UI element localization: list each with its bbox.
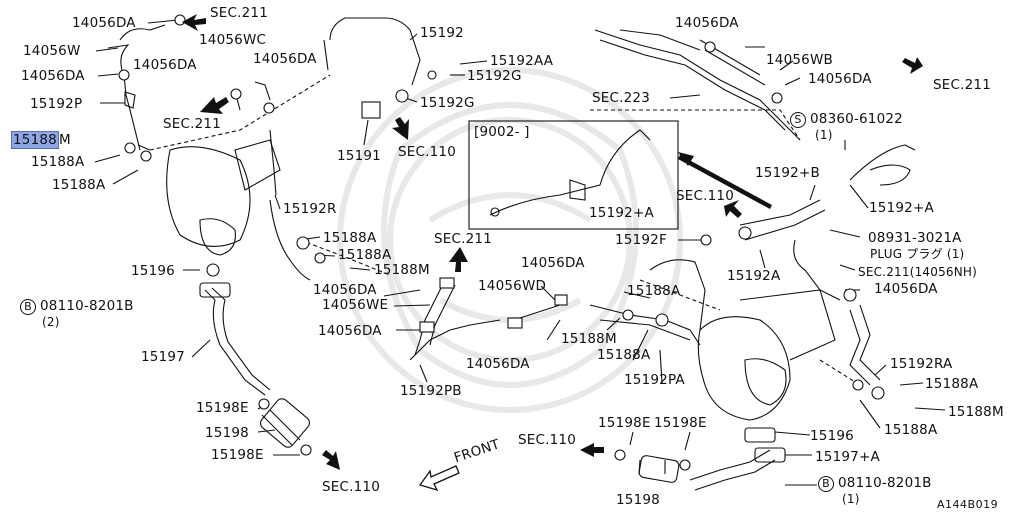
part-15198-label[interactable]: 15198 [616, 492, 660, 508]
part-14056DA-label[interactable]: 14056DA [313, 282, 377, 298]
part-15188A-label[interactable]: 15188A [597, 347, 651, 363]
part-14056DA-label[interactable]: 14056DA [466, 356, 530, 372]
part-15188A-label[interactable]: 15188A [627, 283, 681, 299]
sec110-bottom-left-label[interactable]: SEC.110 [322, 479, 380, 495]
part-15192AA-label[interactable]: 15192AA [490, 53, 554, 69]
sec211-top-right-label[interactable]: SEC.211 [933, 77, 991, 93]
part-14056DA-label[interactable]: 14056DA [253, 51, 317, 67]
part-suffix: M [58, 132, 71, 148]
part-15198-label[interactable]: 15198 [205, 425, 249, 441]
part-15198E-label[interactable]: 15198E [654, 415, 707, 431]
plug-08931-3021A-label[interactable]: 08931-3021A [868, 230, 962, 246]
part-15198E-label[interactable]: 15198E [196, 400, 249, 416]
part-15188A-label[interactable]: 15188A [323, 230, 377, 246]
part-15192F-label[interactable]: 15192F [615, 232, 667, 248]
part-15192+A-label[interactable]: 15192+A [869, 200, 934, 216]
bolt-part-number: 08110-8201B [40, 298, 134, 314]
part-15192PB-label[interactable]: 15192PB [400, 383, 462, 399]
sec223-label[interactable]: SEC.223 [592, 90, 650, 106]
part-14056DA-label[interactable]: 14056DA [874, 281, 938, 297]
part-lines [94, 17, 946, 491]
direction-arrows [182, 14, 923, 470]
sec211-top-label[interactable]: SEC.211 [210, 5, 268, 21]
part-15197+A-label[interactable]: 15197+A [815, 449, 880, 465]
part-15192+B-label[interactable]: 15192+B [755, 165, 820, 181]
part-15188M-label[interactable]: 15188M [948, 404, 1004, 420]
part-15191-label[interactable]: 15191 [337, 148, 381, 164]
part-15192P-label[interactable]: 15192P [30, 96, 83, 112]
plug-name-label: PLUG プラグ (1) [870, 247, 965, 261]
part-15188A-label[interactable]: 15188A [884, 422, 938, 438]
part-15196-label[interactable]: 15196 [810, 428, 854, 444]
bolt-part-number: 08360-61022 [810, 111, 903, 127]
part-15188A-label[interactable]: 15188A [925, 376, 979, 392]
part-15192A-label[interactable]: 15192A [727, 268, 781, 284]
bolt-part-number: 08110-8201B [838, 475, 932, 491]
part-15188A-label[interactable]: 15188A [338, 247, 392, 263]
part-15192PA-label[interactable]: 15192PA [624, 372, 685, 388]
part-14056WB-label[interactable]: 14056WB [766, 52, 833, 68]
circle-b-marker: B [818, 476, 834, 492]
part-15192R-label[interactable]: 15192R [283, 201, 337, 217]
part-15196-label[interactable]: 15196 [131, 263, 175, 279]
part-15198E-label[interactable]: 15198E [598, 415, 651, 431]
part-14056DA-label[interactable]: 14056DA [808, 71, 872, 87]
part-15188M-label[interactable]: 15188M [561, 331, 617, 347]
highlight-marker: 15188 [11, 131, 59, 149]
part-14056W-label[interactable]: 14056W [23, 43, 81, 59]
circle-b-marker: B [20, 299, 36, 315]
bolt-qty-label: (1) [815, 128, 833, 142]
part-14056DA-label[interactable]: 14056DA [675, 15, 739, 31]
part-14056DA-label[interactable]: 14056DA [318, 323, 382, 339]
part-15188A-label[interactable]: 15188A [52, 177, 106, 193]
sec211-mid-label[interactable]: SEC.211 [163, 116, 221, 132]
part-15192G-label[interactable]: 15192G [467, 68, 522, 84]
part-14056DA-label[interactable]: 14056DA [21, 68, 85, 84]
part-15188M-label[interactable]: 15188M [374, 262, 430, 278]
part-15192-label[interactable]: 15192 [420, 25, 464, 41]
part-14056WD-label[interactable]: 14056WD [478, 278, 547, 294]
part-15197-label[interactable]: 15197 [141, 349, 185, 365]
inset-date-range: [9002- ] [474, 124, 530, 140]
part-14056DA-label[interactable]: 14056DA [72, 15, 136, 31]
bolt-qty-label: (1) [842, 492, 860, 506]
clamps [118, 14, 885, 471]
front-arrow [418, 465, 460, 492]
circle-s-marker: S [790, 112, 806, 128]
sec211-center-label[interactable]: SEC.211 [434, 231, 492, 247]
sec110-mid-label[interactable]: SEC.110 [398, 144, 456, 160]
sec110-bottom-label[interactable]: SEC.110 [518, 432, 576, 448]
part-14056DA-label[interactable]: 14056DA [133, 57, 197, 73]
bolt-qty-label: (2) [42, 315, 60, 329]
part-14056WE-label[interactable]: 14056WE [322, 297, 389, 313]
part-15198E-label[interactable]: 15198E [211, 447, 264, 463]
sec110-right-label[interactable]: SEC.110 [676, 188, 734, 204]
diagram-code: A144B019 [937, 498, 999, 511]
part-15188A-label[interactable]: 15188A [31, 154, 85, 170]
part-14056WC-label[interactable]: 14056WC [199, 32, 267, 48]
part-15192RA-label[interactable]: 15192RA [890, 356, 953, 372]
part-14056DA-label[interactable]: 14056DA [521, 255, 585, 271]
part-15192G-label[interactable]: 15192G [420, 95, 475, 111]
part-15192+A-inset-label[interactable]: 15192+A [589, 205, 654, 221]
sec211-14056NH-label[interactable]: SEC.211(14056NH) [858, 265, 978, 279]
